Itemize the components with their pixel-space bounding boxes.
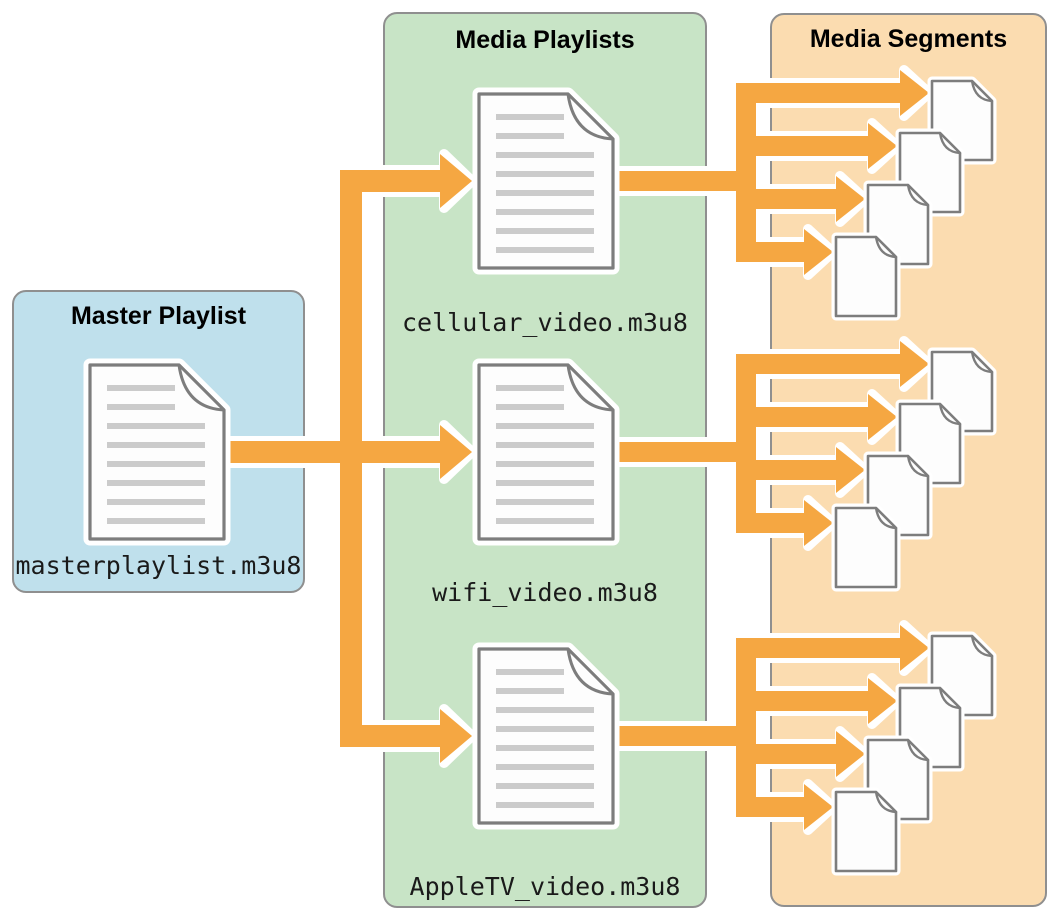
segment-document-icon-2-0 bbox=[927, 631, 997, 720]
media-playlists-title: Media Playlists bbox=[455, 26, 635, 54]
segment-document-icon-0-1 bbox=[895, 128, 965, 217]
segment-fanout-arrow-0 bbox=[606, 65, 934, 280]
master-fanout-arrow bbox=[210, 149, 477, 768]
file-label-wifi-video: wifi_video.m3u8 bbox=[432, 578, 658, 607]
file-label-masterplaylist: masterplaylist.m3u8 bbox=[15, 551, 302, 580]
playlist-document-icon-2 bbox=[472, 642, 620, 830]
playlist-document-icon-0 bbox=[472, 87, 620, 275]
playlist-document-icon-1 bbox=[472, 358, 620, 546]
file-label-cellular-video: cellular_video.m3u8 bbox=[402, 308, 688, 337]
master-playlist-title: Master Playlist bbox=[70, 302, 247, 330]
file-label-appletv-video: AppleTV_video.m3u8 bbox=[409, 872, 681, 901]
playlist-document-icon-master bbox=[83, 358, 231, 546]
segment-fanout-arrow-2 bbox=[606, 620, 934, 835]
segment-document-icon-2-3 bbox=[831, 787, 901, 876]
segment-document-icon-1-3 bbox=[831, 503, 901, 592]
segment-document-icon-0-3 bbox=[831, 232, 901, 321]
media-segments-title: Media Segments bbox=[809, 25, 1008, 53]
segment-fanout-arrow-1 bbox=[606, 336, 934, 551]
